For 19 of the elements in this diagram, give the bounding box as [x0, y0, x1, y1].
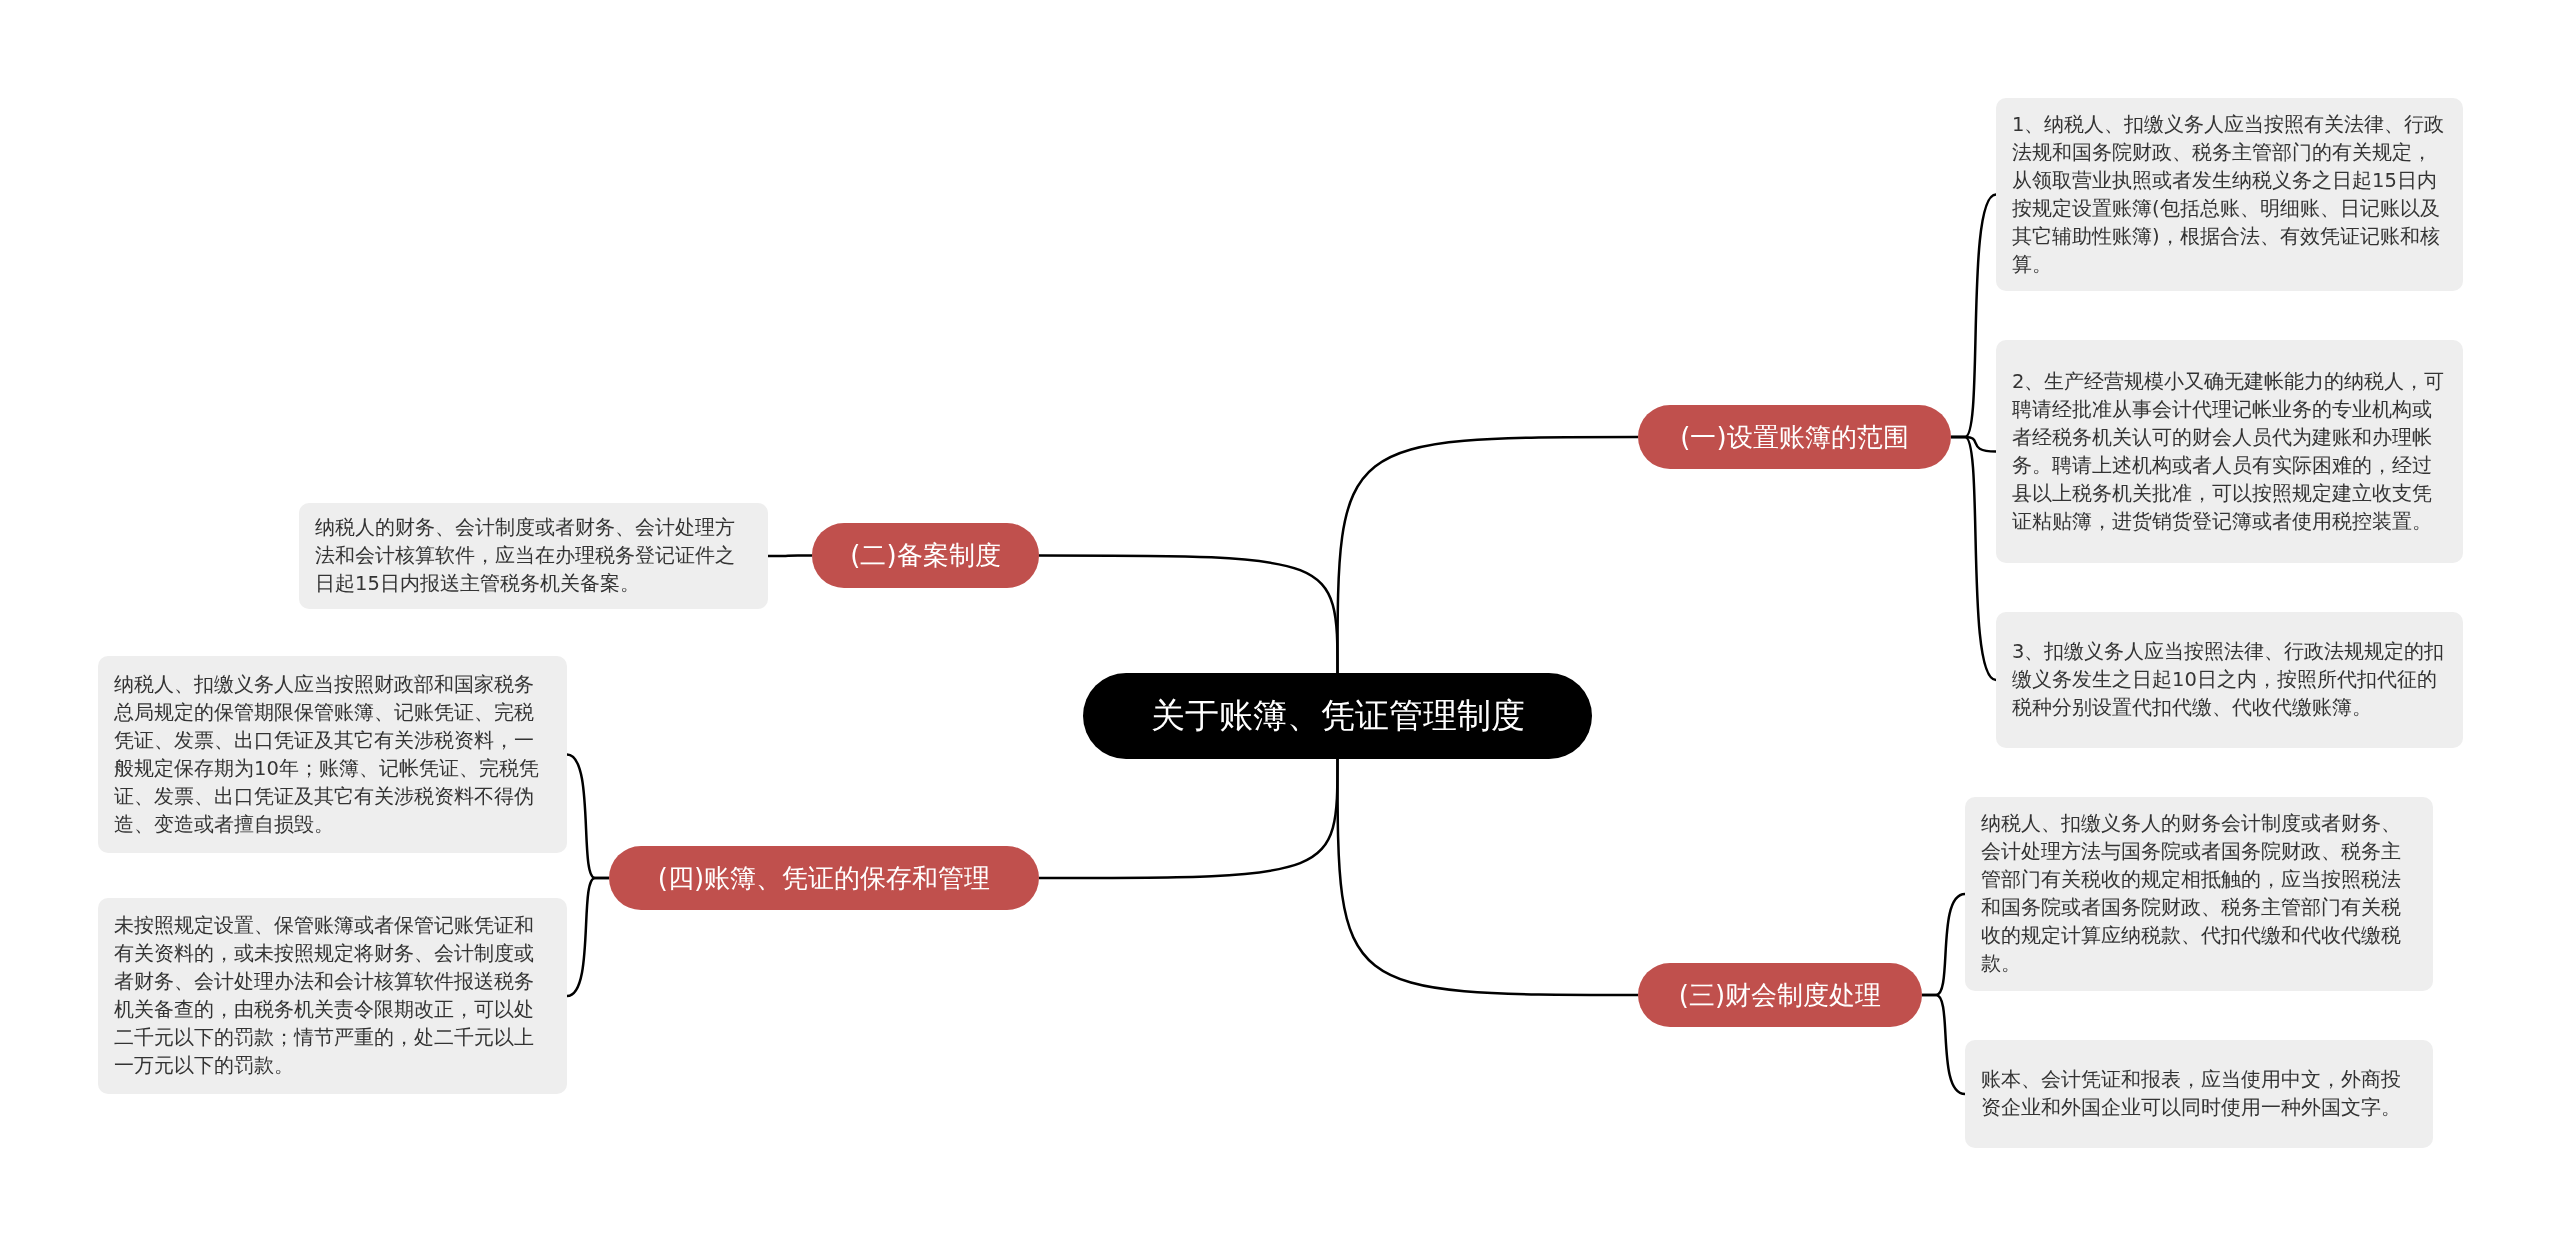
note-card: 纳税人、扣缴义务人的财务会计制度或者财务、会计处理方法与国务院或者国务院财政、税务主管部门有关税收的规定相抵触的，应当按照税法和国务院或者国务院财政、税务主管部门有关税收的规定计算应纳税款、代扣代缴和代收代缴税款。 — [1965, 797, 2433, 991]
note-card: 账本、会计凭证和报表，应当使用中文，外商投资企业和外国企业可以同时使用一种外国文字。 — [1965, 1040, 2433, 1148]
note-card: 纳税人的财务、会计制度或者财务、会计处理方法和会计核算软件，应当在办理税务登记证件之日起15日内报送主管税务机关备案。 — [299, 503, 768, 609]
connector-line — [768, 554, 812, 558]
note-card: 未按照规定设置、保管账簿或者保管记账凭证和有关资料的，或未按照规定将财务、会计制度或者财务、会计处理办法和会计核算软件报送税务机关备查的，由税务机关责令限期改正，可以处二千元以下的罚款；情节严重的，处二千元以上一万元以下的罚款。 — [98, 898, 567, 1094]
branch-topic: (三)财会制度处理 — [1638, 963, 1922, 1027]
central-topic: 关于账簿、凭证管理制度 — [1083, 673, 1592, 759]
branch-topic: (四)账簿、凭证的保存和管理 — [609, 846, 1039, 910]
note-card: 2、生产经营规模小又确无建帐能力的纳税人，可聘请经批准从事会计代理记帐业务的专业机构或者经税务机关认可的财会人员代为建账和办理帐务。聘请上述机构或者人员有实际困难的，经过县以上税务机关批准，可以按照规定建立收支凭证粘贴簿，进货销货登记簿或者使用税控装置。 — [1996, 340, 2463, 563]
branch-topic: (二)备案制度 — [812, 523, 1039, 588]
connector-line — [1922, 993, 1966, 1096]
connector-line — [1039, 554, 1339, 673]
branch-topic: (一)设置账簿的范围 — [1638, 405, 1951, 469]
connector-line — [1951, 435, 1997, 682]
note-card: 1、纳税人、扣缴义务人应当按照有关法律、行政法规和国务院财政、税务主管部门的有关规定，从领取营业执照或者发生纳税义务之日起15日内按规定设置账簿(包括总账、明细账、日记账以及其它辅助性账簿)，根据合法、有效凭证记账和核算。 — [1996, 98, 2463, 291]
connector-line — [566, 876, 609, 998]
connector-line — [1039, 759, 1339, 880]
note-card: 纳税人、扣缴义务人应当按照财政部和国家税务总局规定的保管期限保管账簿、记账凭证、完税凭证、发票、出口凭证及其它有关涉税资料，一般规定保存期为10年；账簿、记帐凭证、完税凭证、发票、出口凭证及其它有关涉税资料不得伪造、变造或者擅自损毁。 — [98, 656, 567, 853]
note-card: 3、扣缴义务人应当按照法律、行政法规规定的扣缴义务发生之日起10日之内，按照所代扣代征的税种分别设置代扣代缴、代收代缴账簿。 — [1996, 612, 2463, 748]
